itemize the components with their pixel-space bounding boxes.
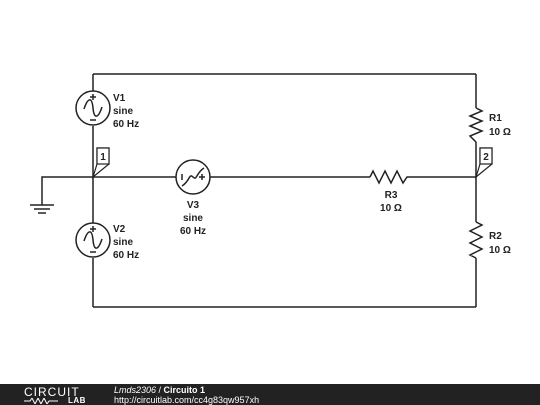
node-1-label: 1 (100, 152, 106, 163)
node-2-marker[interactable]: 2 (474, 147, 493, 179)
ground-icon (30, 204, 54, 214)
schematic-diagram: 1 2 V1 sine 60 Hz V2 sine 60 Hz V3 sine … (30, 73, 511, 308)
v3-type: sine (183, 213, 203, 224)
footer-bar: CIRCUIT LAB Lmds2306 / Circuito 1 http:/… (0, 384, 540, 405)
logo-top-text: CIRCUIT (24, 385, 80, 399)
v1-source-icon[interactable] (75, 90, 111, 126)
node-1-marker[interactable]: 1 (91, 147, 110, 179)
r1-value: 10 Ω (489, 127, 511, 138)
wire-ground (41, 176, 93, 205)
v1-type: sine (113, 106, 133, 117)
r3-resistor-icon[interactable] (369, 169, 410, 185)
r3-value: 10 Ω (380, 203, 402, 214)
r1-name: R1 (489, 113, 502, 124)
v3-name: V3 (187, 200, 200, 211)
resistor-logo-icon (24, 398, 58, 404)
r2-value: 10 Ω (489, 245, 511, 256)
author-name[interactable]: Lmds2306 (114, 385, 157, 395)
r2-name: R2 (489, 231, 502, 242)
circuitlab-logo[interactable]: CIRCUIT LAB (24, 384, 96, 405)
v2-name: V2 (113, 224, 126, 235)
r1-resistor-icon[interactable] (468, 107, 484, 143)
credit-separator: / (156, 385, 164, 395)
v1-name: V1 (113, 93, 126, 104)
v1-freq: 60 Hz (113, 119, 139, 130)
v3-freq: 60 Hz (180, 226, 206, 237)
circuit-credit: Lmds2306 / Circuito 1 (114, 385, 205, 395)
v2-freq: 60 Hz (113, 250, 139, 261)
v2-type: sine (113, 237, 133, 248)
r3-name: R3 (385, 190, 398, 201)
v2-source-icon[interactable] (75, 222, 111, 258)
logo-bottom-text: LAB (68, 396, 86, 405)
circuit-url-link[interactable]: http://circuitlab.com/cc4g83qw957xh (114, 395, 260, 405)
v3-source-icon[interactable] (175, 159, 211, 195)
r2-resistor-icon[interactable] (468, 221, 484, 259)
circuit-title[interactable]: Circuito 1 (163, 385, 206, 395)
node-2-label: 2 (483, 152, 489, 163)
